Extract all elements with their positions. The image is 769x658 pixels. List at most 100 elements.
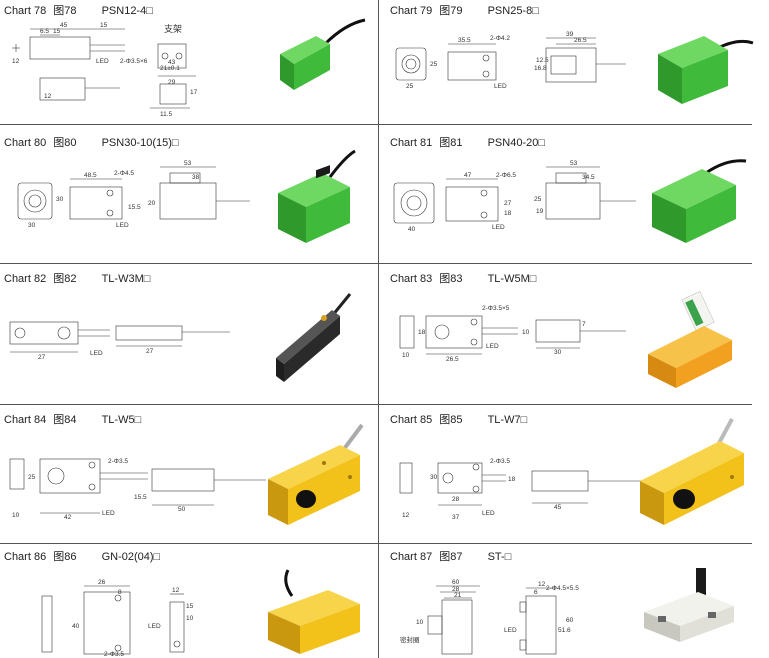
figure-number: 图78: [53, 5, 77, 17]
row-divider: [0, 404, 752, 405]
dimension-label: 15: [186, 603, 194, 610]
dimension-label: 30: [56, 196, 64, 203]
cell-title: Chart 80 图80 PSN30-10(15)□: [4, 134, 183, 150]
figure-number: 图86: [53, 551, 77, 563]
chart-number: Chart 87: [390, 551, 433, 563]
dimension-label: 39: [566, 31, 574, 38]
dimension-drawing: 2-Φ3.5×5 18 10 26.5 LED 10 7 30: [399, 305, 626, 363]
dimension-label: 25: [28, 474, 36, 481]
chart-number: Chart 78: [4, 5, 47, 17]
chart-number: Chart 85: [390, 414, 433, 426]
product-photo: [278, 149, 356, 243]
dimension-drawing: 2-Φ3.5 25 10 42 LED 15.5 50: [9, 458, 266, 521]
dimension-label: LED: [504, 627, 517, 634]
dimension-label: 28: [452, 496, 460, 503]
dimension-label: 10: [522, 329, 530, 336]
cell-title: Chart 85 图85 TL-W7□: [390, 411, 531, 427]
dimension-drawing: 45 15 6.5 15 12 LED 2-Φ3.5×6 29 21±0.1 4…: [12, 22, 198, 118]
dimension-label: LED: [90, 350, 103, 357]
figure-number: 图85: [439, 414, 463, 426]
model-number: PSN12-4□: [101, 5, 153, 17]
row-divider: [0, 263, 752, 264]
dimension-label: 2-Φ3.5×5: [482, 305, 510, 312]
dimension-label: LED: [486, 343, 499, 350]
chart-cell-79: Chart 79 图79 PSN25-8□ 35.5 2-Φ4.2 25 25 …: [386, 0, 762, 124]
dimension-label: 16.8: [534, 65, 547, 72]
model-number: PSN25-8□: [487, 5, 539, 17]
product-photo: [658, 36, 754, 104]
chart-number: Chart 86: [4, 551, 47, 563]
product-photo: [648, 291, 732, 388]
dimension-label: 18: [504, 210, 512, 217]
dimension-label: 60: [566, 617, 574, 624]
dimension-label: 12: [402, 512, 410, 519]
cell-title: Chart 83 图83 TL-W5M□: [390, 270, 540, 286]
dimension-label: 29: [168, 79, 176, 86]
cell-title: Chart 78 图78 PSN12-4□: [4, 2, 157, 18]
dimension-label: 17: [190, 89, 198, 96]
product-photo: [268, 569, 360, 654]
dimension-label: 30: [554, 349, 562, 356]
dimension-label: 6: [534, 589, 538, 596]
dimension-label: 2-Φ6.5: [496, 172, 516, 179]
dimension-drawing: 2-Φ3.5 30 28 12 37 LED 18 45: [399, 458, 642, 521]
dimension-label: 21: [454, 592, 462, 599]
dimension-label: 51.6: [558, 627, 571, 634]
dimension-label: 60: [452, 579, 460, 586]
chart-cell-81: Chart 81 图81 PSN40-20□ 47 2-Φ6.5 40 LED …: [386, 125, 762, 263]
column-divider: [378, 0, 379, 658]
dimension-label: 47: [464, 172, 472, 179]
dimension-label: 45: [60, 22, 68, 29]
dimension-drawing: 27 LED 27: [9, 321, 230, 361]
cell-title: Chart 82 图82 TL-W3M□: [4, 270, 154, 286]
dimension-label: 2-Φ4.5: [114, 170, 134, 177]
chart-cell-84: Chart 84 图84 TL-W5□ 2-Φ3.5 25 10 42 LED …: [0, 405, 376, 543]
dimension-label: 26: [98, 579, 106, 586]
chart-number: Chart 83: [390, 273, 433, 285]
dimension-drawing: 26 8 40 12 15 10 LED 2-Φ3.5: [41, 579, 194, 658]
dimension-label: 25: [430, 61, 438, 68]
dimension-label: 21±0.1: [160, 65, 180, 72]
dimension-label: 25: [406, 83, 414, 90]
dimension-drawing: 60 28 21 10 密封圈 12 6 2-Φ4.5×5.5 51.6 60 …: [400, 579, 579, 655]
cell-title: Chart 84 图84 TL-W5□: [4, 411, 145, 427]
dimension-label: LED: [116, 222, 129, 229]
dimension-label: 12.5: [536, 57, 549, 64]
model-number: PSN40-20□: [487, 137, 545, 149]
figure-number: 图83: [439, 273, 463, 285]
product-photo: [268, 423, 364, 525]
model-number: GN-02(04)□: [101, 551, 161, 563]
dimension-label: 18: [508, 476, 516, 483]
dimension-label: 43: [168, 59, 176, 66]
cell-title: Chart 87 图87 ST-□: [390, 548, 515, 564]
model-number: TL-W3M□: [101, 273, 151, 285]
model-number: ST-□: [487, 551, 512, 563]
dimension-label: 37: [452, 514, 460, 521]
dimension-label: 42: [64, 514, 72, 521]
dimension-label: 48.5: [84, 172, 97, 179]
chart-cell-78: Chart 78 图78 PSN12-4□ 45 15 6.5 15 12 L: [0, 0, 376, 124]
bracket-label: 支架: [164, 23, 182, 34]
dimension-label: 40: [408, 226, 416, 233]
dimension-label: 38: [192, 174, 200, 181]
dimension-label: 15: [100, 22, 108, 29]
dimension-drawing: 48.5 2-Φ4.5 30 30 LED 15.5 53 38 20: [17, 160, 250, 229]
dimension-label: 35.5: [458, 37, 471, 44]
cell-title: Chart 86 图86 GN-02(04)□: [4, 548, 164, 564]
dimension-label: LED: [494, 83, 507, 90]
chart-number: Chart 79: [390, 5, 433, 17]
dimension-label: 53: [184, 160, 192, 167]
cell-title: Chart 81 图81 PSN40-20□: [390, 134, 549, 150]
dimension-label: LED: [482, 510, 495, 517]
dimension-label: 2-Φ3.5: [108, 458, 128, 465]
dimension-label: 7: [582, 321, 586, 328]
dimension-label: 10: [416, 619, 424, 626]
dimension-label: 12: [538, 581, 546, 588]
model-number: TL-W5M□: [487, 273, 537, 285]
dimension-label: LED: [102, 510, 115, 517]
product-photo: [280, 18, 366, 90]
dimension-label: 12: [44, 93, 52, 100]
dimension-label: 15: [53, 28, 61, 35]
dimension-label: 10: [186, 615, 194, 622]
